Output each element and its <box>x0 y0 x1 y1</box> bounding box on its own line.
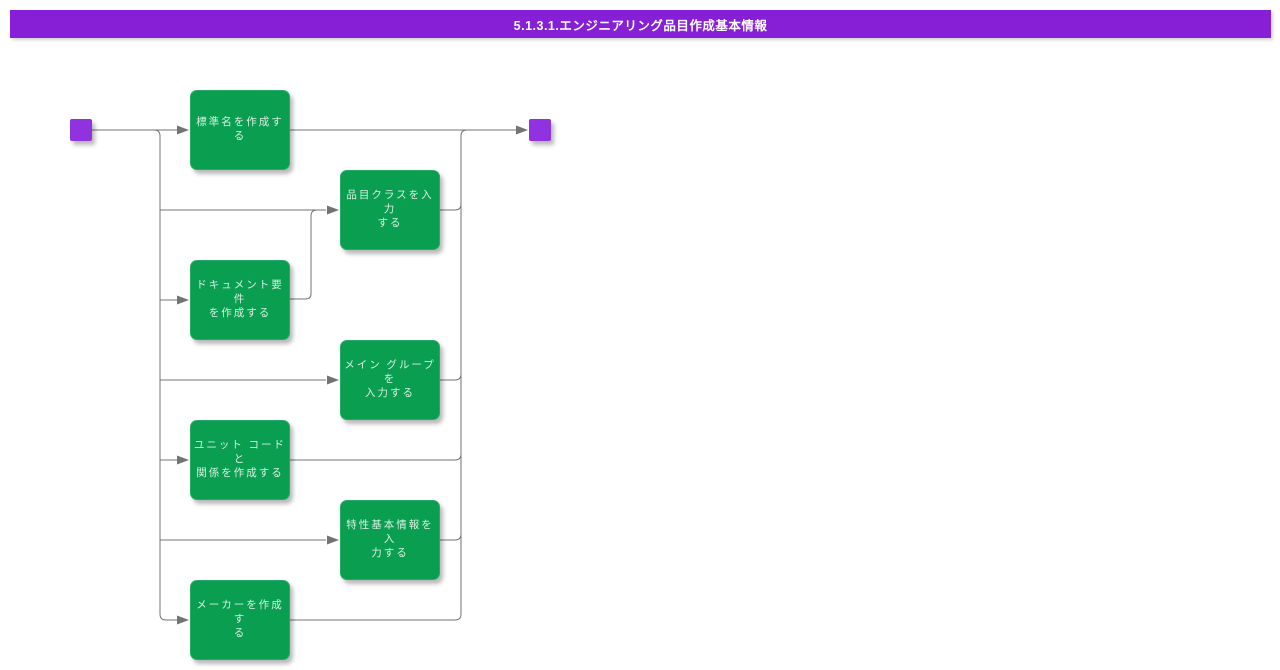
arrowhead-into-end <box>516 125 528 135</box>
edge-join-bar <box>290 129 468 621</box>
arrowhead-into-unit-code <box>177 455 189 465</box>
activity-enter-item-class: 品目クラスを入力 する <box>340 170 440 250</box>
edge-item-class-to-join <box>440 203 462 211</box>
activity-enter-characteristic-basic-info: 特性基本情報を入 力する <box>340 500 440 580</box>
activity-create-unit-code-relations: ユニット コードと 関係を作成する <box>190 420 290 500</box>
edge-characteristic-info-to-join <box>440 533 462 541</box>
activity-label: 特性基本情報を入 力する <box>346 520 434 559</box>
activity-create-standard-name: 標準名を作成する <box>190 90 290 170</box>
arrowhead-into-characteristic-info <box>327 535 339 545</box>
activity-create-manufacturer: メーカーを作成す る <box>190 580 290 660</box>
edge-unit-code-to-join <box>290 453 462 461</box>
diagram-title-bar: 5.1.3.1.エンジニアリング品目作成基本情報 <box>10 10 1271 38</box>
activity-label: ユニット コードと 関係を作成する <box>193 440 287 479</box>
arrowhead-into-standard-name <box>177 125 189 135</box>
arrowhead-into-document-requirements <box>177 295 189 305</box>
arrowhead-into-manufacturer <box>177 615 189 625</box>
activity-enter-main-group: メイン グループを 入力する <box>340 340 440 420</box>
edge-document-requirements-to-item-class <box>290 209 326 300</box>
activity-label: 標準名を作成する <box>196 117 284 142</box>
activity-create-document-requirements: ドキュメント要件 を作成する <box>190 260 290 340</box>
edge-main-group-to-join <box>440 373 462 381</box>
activity-label: ドキュメント要件 を作成する <box>196 280 284 319</box>
start-node <box>70 119 92 141</box>
activity-label: メーカーを作成す る <box>196 600 284 639</box>
arrowhead-into-main-group <box>327 375 339 385</box>
diagram-title: 5.1.3.1.エンジニアリング品目作成基本情報 <box>513 18 768 33</box>
end-node <box>529 119 551 141</box>
activity-label: 品目クラスを入力 する <box>346 190 434 229</box>
activity-label: メイン グループを 入力する <box>344 360 436 399</box>
arrowhead-into-item-class <box>327 205 339 215</box>
edge-fork-bar <box>153 129 177 621</box>
